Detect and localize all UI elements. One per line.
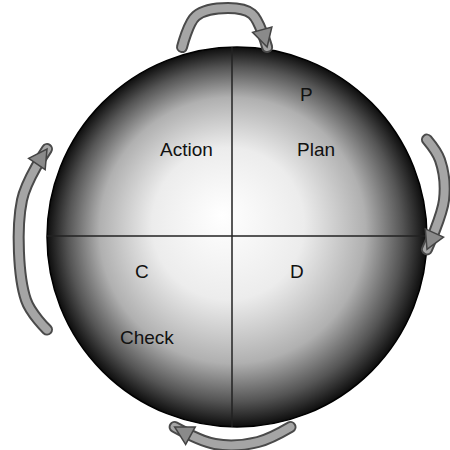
phase-letter: P xyxy=(300,85,313,106)
cycle-arrow xyxy=(427,140,445,250)
cycle-arrow xyxy=(19,149,47,330)
cycle-arrow xyxy=(182,8,267,47)
arrow-body xyxy=(427,140,445,250)
phase-letter: D xyxy=(290,262,304,283)
globe xyxy=(47,47,427,427)
phase-name: Check xyxy=(120,328,174,349)
arrow-body xyxy=(19,149,47,330)
divider-line xyxy=(47,235,427,237)
phase-name: Plan xyxy=(297,140,335,161)
arrow-outline xyxy=(182,8,267,47)
do-quadrant: D xyxy=(232,236,427,427)
arrow-outline xyxy=(175,427,291,445)
arrow-outline xyxy=(427,140,445,250)
arrow-outline xyxy=(19,149,47,330)
phase-letter: C xyxy=(135,262,149,283)
action-quadrant: Action xyxy=(47,47,232,236)
plan-quadrant: P Plan xyxy=(232,47,427,236)
divider-line xyxy=(231,47,233,427)
arrow-body xyxy=(175,427,291,445)
check-quadrant: C Check xyxy=(47,236,232,427)
phase-name: Action xyxy=(160,140,213,161)
cycle-arrow xyxy=(175,427,291,445)
arrow-body xyxy=(182,8,267,47)
